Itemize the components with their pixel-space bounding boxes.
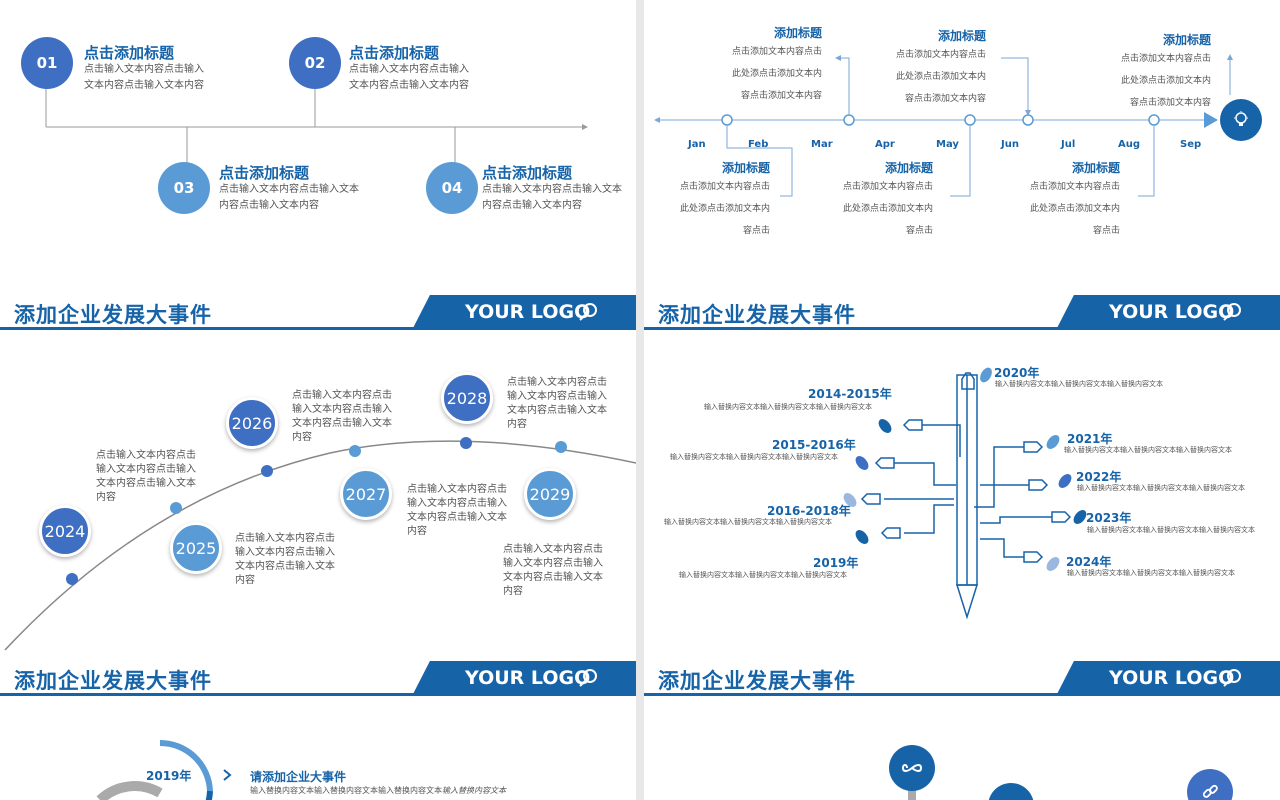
year-curve (4, 437, 636, 651)
slide-pencil-timeline: 添加企业发展大事件 YOUR LOGO (644, 295, 1280, 661)
slide-header: 添加企业发展大事件 YOUR LOGO (644, 295, 1280, 331)
globe-icon (988, 783, 1034, 800)
bottom-event-1[interactable]: 添加标题 点击添加文本内容点击 此处添点击添加文本内 容点击 (679, 161, 770, 236)
slide-title[interactable]: 添加企业发展大事件 (658, 303, 856, 327)
right-year-4[interactable]: 2023年 (1086, 511, 1132, 525)
slide-header: 添加企业发展大事件 YOUR LOGO (644, 661, 1280, 697)
step-text-02[interactable]: 点击输入文本内容点击输入文本内容点击输入文本内容 (349, 64, 469, 91)
year-bubble-2029[interactable]: 2029 (524, 468, 576, 520)
top-event-1[interactable]: 添加标题 点击添加文本内容点击 此处添点击添加文本内 容点击添加文本内容 (731, 26, 822, 101)
month-sep: Sep (1180, 139, 1202, 150)
logo-text[interactable]: YOUR LOGO (465, 301, 591, 323)
month-aug: Aug (1118, 139, 1141, 150)
step-title-01[interactable]: 点击添加标题 (84, 44, 175, 62)
search-icon (1223, 669, 1241, 687)
search-icon (1223, 303, 1241, 321)
search-icon (579, 669, 597, 687)
step-badge-03: 03 (158, 162, 210, 214)
left-text-4[interactable]: 输入替换内容文本输入替换内容文本输入替换内容文本 (679, 571, 847, 579)
logo-banner (412, 661, 636, 696)
bottom-event-3[interactable]: 添加标题 点击添加文本内容点击 此处添点击添加文本内 容点击 (1029, 161, 1120, 236)
year-text-2029[interactable]: 点击输入文本内容点击输入文本内容点击输入文本内容点击输入文本内容 (503, 544, 603, 597)
icon-timeline-stems (908, 786, 1215, 800)
steps-connector-lines (45, 88, 588, 163)
right-text-2[interactable]: 输入替换内容文本输入替换内容文本输入替换内容文本 (1064, 446, 1232, 454)
logo-text[interactable]: YOUR LOGO (1109, 667, 1235, 689)
step-title-02[interactable]: 点击添加标题 (349, 44, 440, 62)
top-event-2[interactable]: 添加标题 点击添加文本内容点击 此处添点击添加文本内 容点击添加文本内容 (895, 29, 986, 104)
year-bubble-2028[interactable]: 2028 (441, 372, 493, 424)
search-icon (579, 303, 597, 321)
year-text-2024[interactable]: 点击输入文本内容点击输入文本内容点击输入文本内容点击输入文本内容 (96, 450, 196, 503)
lightbulb-icon (1220, 99, 1262, 141)
step-title-03[interactable]: 点击添加标题 (219, 164, 310, 182)
slide-title[interactable]: 添加企业发展大事件 (14, 669, 212, 693)
logo-banner (1056, 295, 1280, 330)
slide-ring-events: 添加企业发展大事件 YOUR LOGO 2019年 请添加企业大事件 输入替换内… (0, 661, 636, 800)
slide-title[interactable]: 添加企业发展大事件 (14, 303, 212, 327)
year-bubble-2025[interactable]: 2025 (170, 522, 222, 574)
slide-numbered-steps: 01 点击添加标题 点击输入文本内容点击输入文本内容点击输入文本内容 02 点击… (0, 0, 636, 295)
right-text-3[interactable]: 输入替换内容文本输入替换内容文本输入替换内容文本 (1077, 484, 1245, 492)
ring-event-title[interactable]: 请添加企业大事件 (250, 770, 347, 784)
month-apr: Apr (875, 139, 895, 150)
left-year-2[interactable]: 2015-2016年 (772, 438, 856, 452)
year-bubble-2024[interactable]: 2024 (39, 505, 91, 557)
logo-banner (1056, 661, 1280, 696)
slide-header: 添加企业发展大事件 YOUR LOGO (0, 295, 636, 331)
infinity-icon (889, 745, 935, 791)
year-text-2026[interactable]: 点击输入文本内容点击输入文本内容点击输入文本内容点击输入文本内容 (292, 390, 392, 443)
ring-graphic (96, 739, 232, 800)
month-feb: Feb (748, 139, 769, 150)
year-text-2027[interactable]: 点击输入文本内容点击输入文本内容点击输入文本内容点击输入文本内容 (407, 484, 507, 537)
step-badge-01: 01 (21, 37, 73, 89)
right-year-5[interactable]: 2024年 (1066, 555, 1112, 569)
step-title-04[interactable]: 点击添加标题 (482, 164, 573, 182)
logo-text[interactable]: YOUR LOGO (465, 667, 591, 689)
step-badge-04: 04 (426, 162, 478, 214)
top-event-3[interactable]: 添加标题 点击添加文本内容点击 此处添点击添加文本内 容点击添加文本内容 (1120, 33, 1211, 108)
right-text-5[interactable]: 输入替换内容文本输入替换内容文本输入替换内容文本 (1067, 569, 1235, 577)
link-icon (1187, 769, 1233, 800)
year-bubble-2026[interactable]: 2026 (226, 397, 278, 449)
slide-icon-timeline: 添加企业发展大事件 YOUR LOGO (644, 661, 1280, 800)
year-bubble-2027[interactable]: 2027 (340, 468, 392, 520)
right-year-2[interactable]: 2021年 (1067, 432, 1113, 446)
step-badge-02: 02 (289, 37, 341, 89)
year-text-2028[interactable]: 点击输入文本内容点击输入文本内容点击输入文本内容点击输入文本内容 (507, 377, 607, 430)
slide-title[interactable]: 添加企业发展大事件 (658, 669, 856, 693)
step-text-04[interactable]: 点击输入文本内容点击输入文本内容点击输入文本内容 (482, 184, 622, 211)
ring-event-text[interactable]: 输入替换内容文本输入替换内容文本输入替换内容文本输入替换内容文本 (250, 786, 506, 795)
ring-year[interactable]: 2019年 (146, 769, 192, 783)
left-text-3[interactable]: 输入替换内容文本输入替换内容文本输入替换内容文本 (664, 518, 832, 526)
slide-header: 添加企业发展大事件 YOUR LOGO (0, 661, 636, 697)
bottom-event-2[interactable]: 添加标题 点击添加文本内容点击 此处添点击添加文本内 容点击 (842, 161, 933, 236)
step-text-03[interactable]: 点击输入文本内容点击输入文本内容点击输入文本内容 (219, 184, 359, 211)
left-year-4[interactable]: 2019年 (813, 556, 859, 570)
year-text-2025[interactable]: 点击输入文本内容点击输入文本内容点击输入文本内容点击输入文本内容 (235, 533, 335, 586)
right-year-1[interactable]: 2020年 (994, 366, 1040, 380)
month-mar: Mar (811, 139, 833, 150)
right-text-4[interactable]: 输入替换内容文本输入替换内容文本输入替换内容文本 (1087, 526, 1255, 534)
left-text-1[interactable]: 输入替换内容文本输入替换内容文本输入替换内容文本 (704, 403, 872, 411)
logo-text[interactable]: YOUR LOGO (1109, 301, 1235, 323)
month-jun: Jun (1001, 139, 1019, 150)
right-text-1[interactable]: 输入替换内容文本输入替换内容文本输入替换内容文本 (995, 380, 1163, 388)
slide-year-curve: 添加企业发展大事件 YOUR LOGO 2024 2025 2026 2027 … (0, 295, 636, 661)
month-timeline-lines (654, 54, 1233, 197)
step-text-01[interactable]: 点击输入文本内容点击输入文本内容点击输入文本内容 (84, 64, 204, 91)
pencil-tree (843, 367, 1087, 620)
month-jul: Jul (1061, 139, 1076, 150)
left-year-3[interactable]: 2016-2018年 (767, 504, 851, 518)
left-year-1[interactable]: 2014-2015年 (808, 387, 892, 401)
left-text-2[interactable]: 输入替换内容文本输入替换内容文本输入替换内容文本 (670, 453, 838, 461)
right-year-3[interactable]: 2022年 (1076, 470, 1122, 484)
slide-month-timeline: Jan Feb Mar Apr May Jun Jul Aug Sep 添加标题… (644, 0, 1280, 295)
month-may: May (936, 139, 959, 150)
logo-banner (412, 295, 636, 330)
month-jan: Jan (688, 139, 706, 150)
